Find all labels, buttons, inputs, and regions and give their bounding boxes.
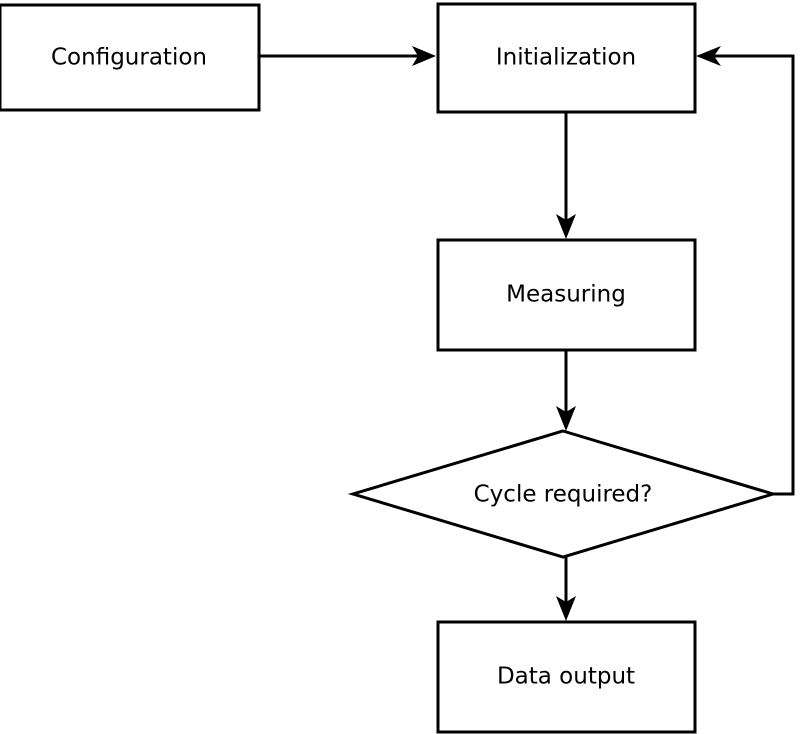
node-configuration[interactable]: Configuration xyxy=(0,3,261,112)
node-measuring[interactable]: Measuring xyxy=(436,238,697,352)
node-shape-rectangle xyxy=(0,3,261,112)
node-shape-rectangle xyxy=(436,620,697,734)
arrow-head-icon xyxy=(556,214,576,239)
node-label-initialization: Initialization xyxy=(496,45,636,71)
node-label-cycle-required: Cycle required? xyxy=(474,482,653,508)
node-label-measuring: Measuring xyxy=(506,282,626,308)
edge-cycle-required-to-data-output xyxy=(556,557,576,621)
node-cycle-required[interactable]: Cycle required? xyxy=(347,429,779,559)
arrow-head-icon xyxy=(412,46,436,66)
node-shape-rectangle xyxy=(436,2,697,114)
edge-cycle-required-to-initialization-feedback xyxy=(696,46,795,496)
edge-measuring-to-cycle-required xyxy=(556,350,576,431)
node-label-configuration: Configuration xyxy=(51,45,207,71)
arrow-head-icon xyxy=(556,406,576,431)
edge-initialization-to-measuring xyxy=(556,112,576,239)
arrow-head-icon xyxy=(556,596,576,621)
arrow-head-icon xyxy=(696,46,721,66)
node-data-output[interactable]: Data output xyxy=(436,620,697,734)
node-shape-diamond xyxy=(347,429,779,559)
node-initialization[interactable]: Initialization xyxy=(436,2,697,114)
edge-configuration-to-initialization xyxy=(259,46,436,66)
node-shape-rectangle xyxy=(436,238,697,352)
edge-line xyxy=(703,54,795,496)
node-label-data-output: Data output xyxy=(497,664,635,690)
